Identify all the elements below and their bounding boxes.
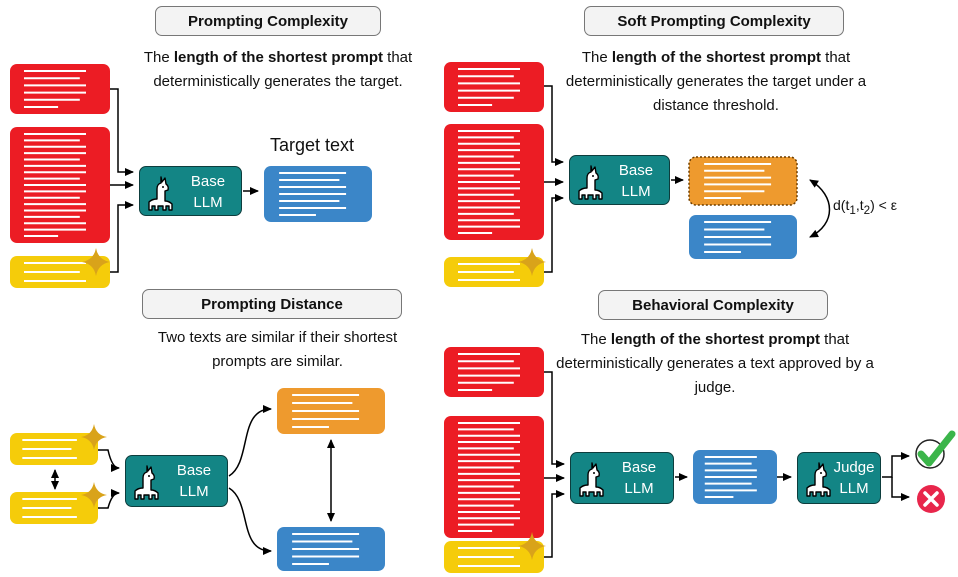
judge-llm-box: Judge LLM xyxy=(797,452,881,504)
desc-behavioral-complexity: The length of the shortest prompt that d… xyxy=(555,328,875,400)
desc-soft-prompting-complexity: The length of the shortest prompt that d… xyxy=(556,46,876,118)
sparkle-icon xyxy=(81,482,107,508)
arrow-optimal-to-llm xyxy=(544,194,564,273)
dist-part: ,t xyxy=(855,197,864,213)
llm-label-line2: LLM xyxy=(624,480,654,497)
prompt-doc-long xyxy=(10,127,110,243)
llm-label-line1: Base xyxy=(190,173,226,190)
sparkle-icon xyxy=(518,248,546,276)
llm-label-line2: LLM xyxy=(193,194,223,211)
dist-part: d(t xyxy=(833,197,850,213)
desc-pre: The xyxy=(580,331,611,348)
prompt-doc-long xyxy=(444,416,544,538)
title-text: Prompting Complexity xyxy=(187,12,348,30)
arrow-judge-reject xyxy=(891,477,910,501)
sparkle-icon xyxy=(82,248,110,276)
arrow-short-to-llm xyxy=(544,371,565,468)
desc-post: that deterministically generates the tar… xyxy=(565,49,867,114)
check-mark xyxy=(917,430,956,467)
arrow-short-to-llm xyxy=(544,85,564,166)
llm-label-line2: LLM xyxy=(179,483,209,500)
cross-icon xyxy=(917,485,945,513)
arrow-short-to-llm xyxy=(110,88,134,176)
arrow-judge-approve xyxy=(882,452,910,478)
prompt-doc-short xyxy=(10,64,110,114)
arrow-optimal-to-llm xyxy=(544,490,565,558)
desc-pre: The xyxy=(581,49,612,66)
check-icon xyxy=(915,430,956,469)
desc-bold: length of the shortest prompt xyxy=(173,49,383,66)
title-behavioral-complexity: Behavioral Complexity xyxy=(598,290,828,320)
llama-icon xyxy=(134,465,159,500)
sparkle-icon xyxy=(518,532,546,560)
llama-icon xyxy=(578,165,603,200)
arrow-optimal-to-llm xyxy=(110,201,134,273)
base-llm-box: Base LLM xyxy=(569,155,670,205)
desc-prompting-complexity: The length of the shortest prompt that d… xyxy=(118,46,438,94)
llm-label-line1: Base xyxy=(621,459,657,476)
arrow-llm-to-output-a xyxy=(228,405,272,477)
llm-label-line1: Base xyxy=(618,162,654,179)
target-text-label: Target text xyxy=(270,135,355,155)
title-prompting-complexity: Prompting Complexity xyxy=(155,6,381,36)
prompt-doc-optimal xyxy=(444,257,544,287)
llm-label-line1: Base xyxy=(176,462,212,479)
output-doc-a xyxy=(277,388,385,434)
output-doc-b xyxy=(277,527,385,571)
generated-doc-body xyxy=(688,156,798,206)
prompt-doc-optimal xyxy=(10,256,110,288)
prompt-doc-a xyxy=(10,433,98,465)
generated-doc xyxy=(688,156,798,206)
arrow-distance xyxy=(809,179,831,238)
title-soft-prompting-complexity: Soft Prompting Complexity xyxy=(584,6,844,36)
llama-icon xyxy=(579,462,604,497)
dist-part: ) < ε xyxy=(870,197,897,213)
title-prompting-distance: Prompting Distance xyxy=(142,289,402,319)
arrow-prompt-a-to-llm xyxy=(98,449,120,472)
title-text: Behavioral Complexity xyxy=(632,296,794,314)
judge-label-line2: LLM xyxy=(839,480,869,497)
prompt-doc-optimal xyxy=(444,541,544,573)
distance-threshold-label: d(t1,t2) < ε xyxy=(833,197,897,217)
title-text: Soft Prompting Complexity xyxy=(617,12,811,30)
base-llm-box: Base LLM xyxy=(570,452,674,504)
prompt-doc-short-body xyxy=(444,347,544,397)
dist-sub: 1 xyxy=(849,203,856,217)
dist-sub: 2 xyxy=(863,203,871,217)
arrow-prompt-b-to-llm xyxy=(98,489,120,509)
cross-mark xyxy=(923,491,939,507)
prompt-doc-short-body xyxy=(444,62,544,112)
judge-label-line1: Judge xyxy=(833,459,875,476)
desc-bold: length of the shortest prompt xyxy=(610,331,820,348)
target-doc xyxy=(264,166,372,222)
prompt-doc-long xyxy=(444,124,544,240)
prompt-doc-short xyxy=(444,347,544,397)
llm-label-line2: LLM xyxy=(621,183,651,200)
desc-bold: length of the shortest prompt xyxy=(611,49,821,66)
arrow-llm-to-output-b xyxy=(228,487,272,555)
base-llm-box: Base LLM xyxy=(125,455,228,507)
prompt-doc-b xyxy=(10,492,98,524)
prompt-doc-short-body xyxy=(10,64,110,114)
desc-pre: The xyxy=(143,49,174,66)
llama-icon xyxy=(148,176,173,211)
generated-doc xyxy=(693,450,777,504)
target-doc xyxy=(689,215,797,259)
desc-post: that deterministically generates a text … xyxy=(556,331,874,396)
desc-post: that deterministically generates the tar… xyxy=(153,49,413,90)
base-llm-box: Base LLM xyxy=(139,166,242,216)
prompt-doc-short xyxy=(444,62,544,112)
title-text: Prompting Distance xyxy=(201,295,343,313)
desc-prompting-distance: Two texts are similar if their shortest … xyxy=(157,329,398,370)
prompt-doc-long-body xyxy=(444,416,544,538)
sparkle-icon xyxy=(81,424,107,450)
